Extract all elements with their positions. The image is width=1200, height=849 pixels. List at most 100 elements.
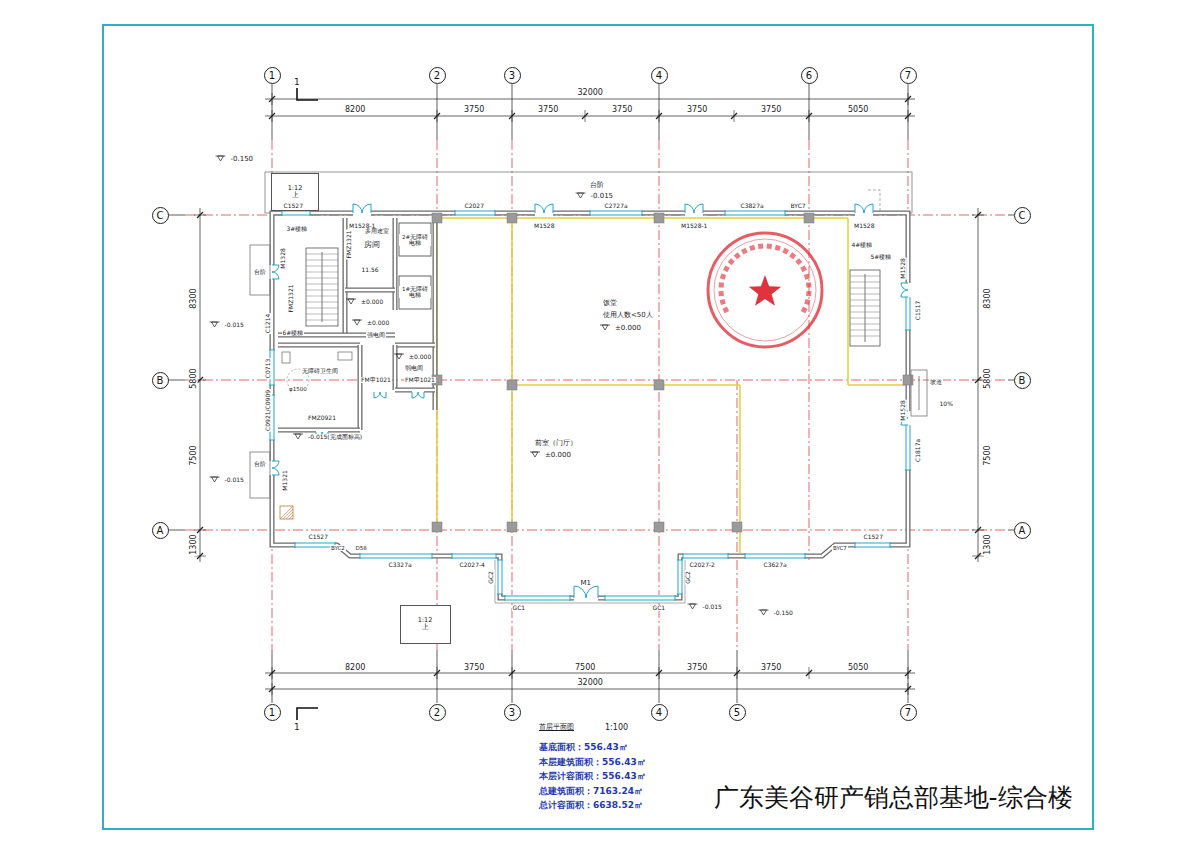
- elevation-mark: [396, 354, 402, 359]
- plan-label: 台阶: [589, 181, 605, 189]
- dimension-text: 3750: [463, 663, 485, 672]
- window: [455, 210, 456, 216]
- column: [507, 213, 517, 223]
- dimension-text: 3750: [686, 663, 708, 672]
- grid-axis: [185, 530, 1008, 531]
- window: [745, 558, 805, 559]
- plan-label: C3627a: [763, 562, 788, 569]
- dimension-text: 7500: [574, 663, 596, 672]
- seal-glyph-mark: [722, 307, 729, 314]
- window: [725, 211, 785, 212]
- wall-core: [278, 344, 360, 346]
- dimension-tick: [905, 670, 911, 676]
- elevation-mark-line: [210, 477, 220, 478]
- ramp-text: 上: [292, 192, 299, 199]
- section-mark: [297, 708, 318, 720]
- window: [360, 554, 432, 555]
- window: [505, 600, 570, 601]
- plan-label: 首层平面图: [538, 723, 575, 731]
- door-swing: [535, 204, 553, 213]
- grid-number: B: [157, 375, 164, 386]
- area-note: 总建筑面积：7163.24㎡: [538, 786, 644, 796]
- plan-label: -0.015(完成面标高): [307, 434, 363, 441]
- elevator-shaft: [399, 276, 431, 309]
- window: [282, 215, 310, 216]
- stair-tread: [306, 260, 338, 261]
- grid-bubble: 4: [651, 67, 668, 84]
- plan-label: 2#无障碍电梯: [399, 234, 431, 247]
- grid-bubble: 5: [729, 704, 746, 721]
- dimension-text: 3750: [611, 105, 633, 114]
- window-gap: [497, 560, 503, 594]
- window: [728, 553, 729, 559]
- elevation-mark-line: [576, 193, 586, 194]
- window-gap: [452, 553, 496, 559]
- column: [507, 522, 517, 532]
- stair-tread: [306, 302, 338, 303]
- elevation-mark-line: [759, 610, 769, 611]
- stair-tread: [306, 296, 338, 297]
- dimension-text: 32000: [577, 88, 604, 97]
- window: [505, 595, 506, 601]
- partition-line: [847, 218, 849, 385]
- window: [590, 215, 642, 216]
- dimension-tick: [656, 670, 662, 676]
- entrance-outline: [495, 560, 685, 603]
- seal-glyph-mark: [801, 307, 808, 314]
- window: [683, 558, 728, 559]
- toilet-fixture: [282, 352, 290, 363]
- window-gap: [677, 560, 683, 594]
- window: [605, 595, 606, 601]
- grid-leader: [659, 650, 660, 703]
- door-swing: [855, 204, 873, 213]
- partition-line: [511, 218, 513, 530]
- seal-glyph-mark: [749, 245, 755, 251]
- ramp-text: 1:12: [288, 185, 303, 192]
- elevation-mark: [761, 610, 767, 615]
- dimension-text: 3750: [760, 663, 782, 672]
- stair-tread: [306, 272, 338, 273]
- grid-bubble: B: [1014, 372, 1031, 389]
- grid-number: C: [1019, 210, 1026, 221]
- door-swing: [374, 392, 386, 398]
- window: [274, 395, 275, 440]
- door-swing: [574, 586, 598, 598]
- grid-bubble: 3: [504, 67, 521, 84]
- stair-tread: [850, 288, 880, 289]
- dimension-tick: [975, 377, 981, 383]
- window: [605, 596, 675, 597]
- dimension-line: [265, 99, 915, 100]
- area-note: 本层建筑面积：556.43㎡: [538, 757, 647, 767]
- plan-label: FMZ0921: [307, 415, 337, 422]
- plan-label: 无障碍卫生间: [301, 368, 339, 374]
- grid-leader: [908, 84, 909, 140]
- wall-core: [394, 218, 396, 310]
- plan-label: M1528-1: [680, 223, 708, 230]
- window: [855, 543, 890, 544]
- window: [906, 420, 907, 470]
- dimension-tick: [197, 377, 203, 383]
- plan-label: 多用途室: [364, 228, 390, 235]
- canopy-outline: [265, 172, 912, 213]
- window: [905, 470, 911, 471]
- column: [432, 213, 442, 223]
- dimension-tick: [434, 113, 440, 119]
- official-seal-ring: [714, 239, 816, 341]
- plan-label: 6#楼梯: [282, 330, 305, 337]
- elevation-mark: [690, 604, 696, 609]
- window: [678, 560, 679, 594]
- plan-label: C2027-4: [459, 562, 486, 569]
- plan-label: FM甲1021: [360, 377, 392, 384]
- plan-label: C3827a: [740, 203, 765, 210]
- dimension-tick: [975, 527, 981, 533]
- grid-number: B: [1019, 375, 1026, 386]
- wall: [278, 343, 360, 348]
- elevation-mark: [212, 477, 218, 482]
- dimension-text: 1300: [983, 533, 992, 555]
- plan-label: φ1500: [288, 386, 308, 392]
- dimension-tick: [975, 553, 981, 559]
- grid-number: C: [157, 210, 164, 221]
- grid-leader: [908, 650, 909, 703]
- hatch-line: [280, 506, 293, 519]
- plan-label: C3327a: [388, 562, 413, 569]
